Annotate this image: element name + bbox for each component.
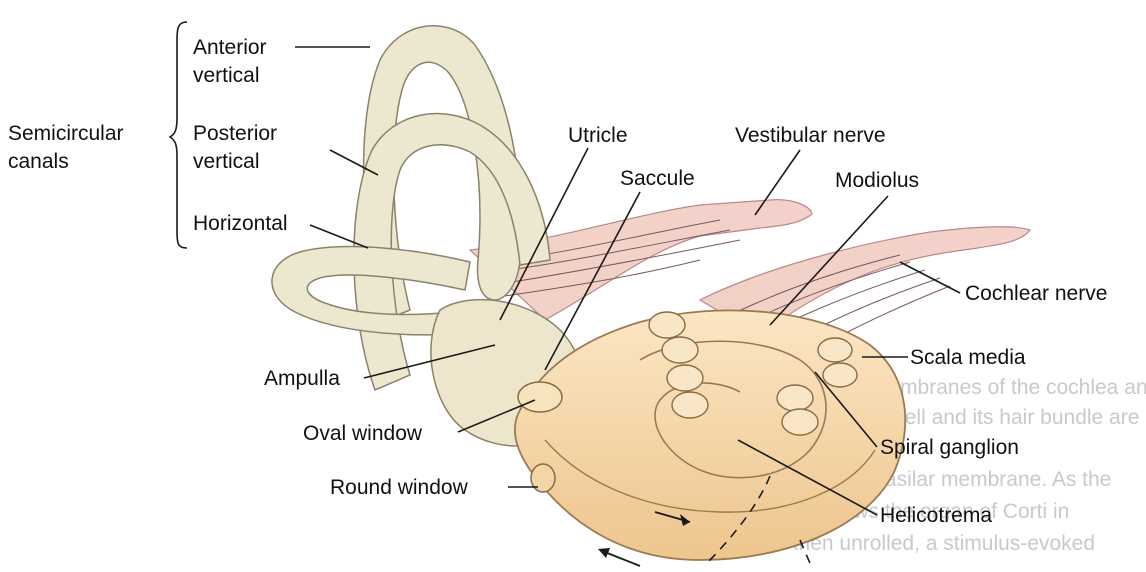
label-round-window: Round window [330,476,469,499]
label-saccule: Saccule [620,167,695,190]
label-anterior-vertical-line1: Anterior [193,36,267,59]
label-anterior-vertical-line2: vertical [193,64,260,87]
label-semicircular-canals-line1: Semicircular [8,122,124,145]
semicircular-brace [170,22,187,248]
label-semicircular-canals-line2: canals [8,150,69,173]
label-cochlear-nerve: Cochlear nerve [965,282,1107,305]
label-spiral-ganglion: Spiral ganglion [880,436,1019,459]
label-scala-media: Scala media [910,346,1026,369]
label-utricle: Utricle [568,124,628,147]
label-vestibular-nerve: Vestibular nerve [735,124,886,147]
label-posterior-vertical-line1: Posterior [193,122,277,145]
label-helicotrema: Helicotrema [880,504,992,527]
leader-cochlear-nerve [900,262,960,293]
label-posterior-vertical-line2: vertical [193,150,260,173]
label-horizontal: Horizontal [193,212,288,235]
label-modiolus: Modiolus [835,169,919,192]
label-ampulla: Ampulla [264,367,340,390]
oval-window-shape [518,382,562,412]
label-oval-window: Oval window [303,422,423,445]
